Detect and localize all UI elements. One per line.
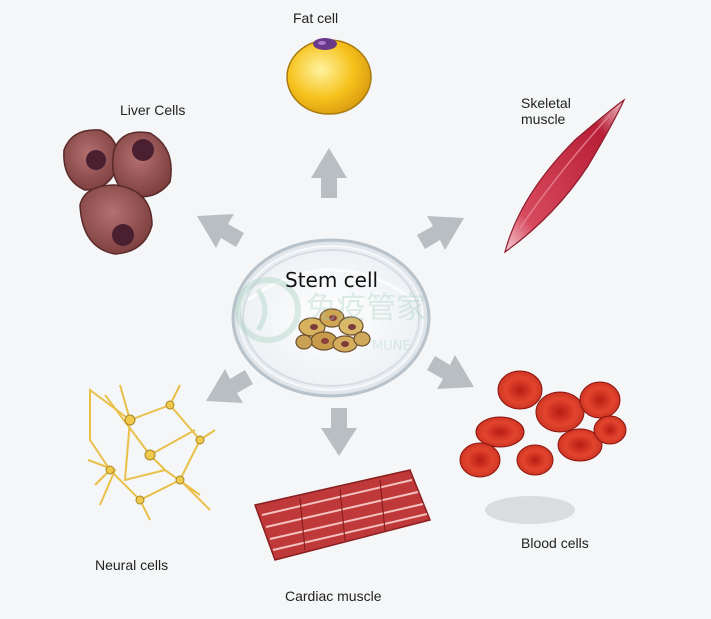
cardiac-muscle-node: Cardiac muscle (254, 469, 432, 604)
skeletal-muscle-label-line2: muscle (521, 111, 566, 127)
arrow-downright-icon (427, 355, 474, 389)
watermark: 免疫管家 MUNE (235, 277, 426, 354)
liver-cells-label: Liver Cells (120, 102, 185, 118)
cardiac-muscle-label: Cardiac muscle (285, 588, 382, 604)
blood-cells-node: Blood cells (459, 370, 627, 551)
arrow-downleft-icon (206, 369, 253, 403)
stem-cell-cluster (295, 308, 371, 353)
blood-cells-label: Blood cells (521, 535, 589, 551)
watermark-latin-text: MUNE (372, 339, 411, 354)
liver-cells-node: Liver Cells (63, 102, 185, 255)
watermark-chinese-text: 免疫管家 (306, 291, 426, 326)
fat-cell-label: Fat cell (293, 10, 338, 26)
stem-cell-label: Stem cell (285, 268, 378, 292)
skeletal-muscle-node: Skeletal muscle (503, 95, 626, 254)
skeletal-muscle-label-line1: Skeletal (521, 95, 571, 111)
neural-cells-node: Neural cells (87, 384, 216, 573)
fat-cell-node: Fat cell (286, 10, 372, 115)
arrows (197, 148, 474, 456)
neural-cells-label: Neural cells (95, 557, 168, 573)
arrow-up-icon (311, 148, 347, 198)
arrow-upright-icon (417, 216, 464, 250)
arrow-down-icon (321, 408, 357, 456)
arrow-upleft-icon (197, 214, 244, 248)
